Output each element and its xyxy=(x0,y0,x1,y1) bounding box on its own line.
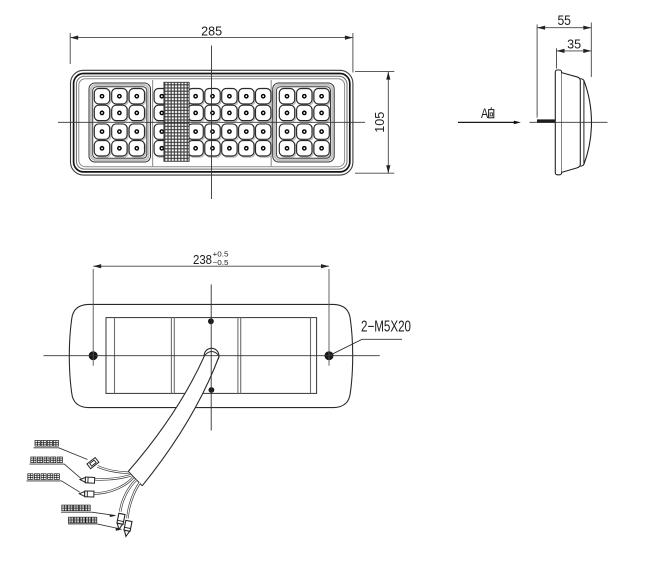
svg-text:35: 35 xyxy=(567,37,581,51)
svg-text:55: 55 xyxy=(557,13,571,28)
svg-text:105: 105 xyxy=(373,112,387,133)
svg-text:285: 285 xyxy=(201,25,222,39)
svg-text:−0.5: −0.5 xyxy=(213,258,229,267)
svg-text:238: 238 xyxy=(193,253,212,267)
svg-text:+0.5: +0.5 xyxy=(213,250,229,259)
svg-text:A: A xyxy=(481,105,489,121)
svg-text:2−M5X20: 2−M5X20 xyxy=(361,318,411,335)
